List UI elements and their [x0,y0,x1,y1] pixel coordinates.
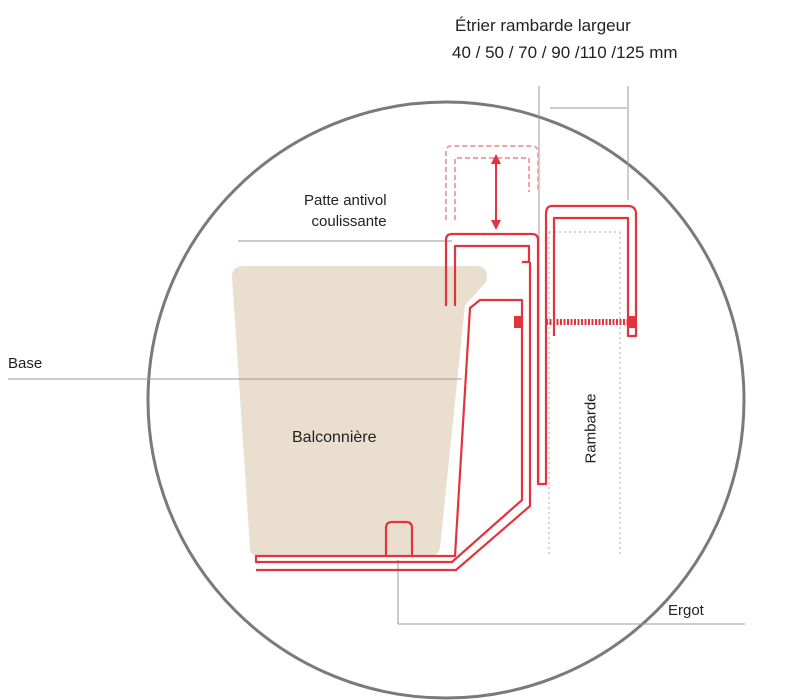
railing-outline [548,231,621,556]
antitheft-tab-label: Patte antivol coulissante [304,190,387,232]
base-label: Base [8,355,43,372]
bracket-width-values: 40 / 50 / 70 / 90 /110 /125 mm [452,43,678,62]
bracket [254,204,638,572]
slide-arrow [491,154,501,230]
planter-shape [232,266,487,556]
planter-label: Balconnière [292,429,377,446]
bracket-width-title: Étrier rambarde largeur [455,16,631,35]
pin-label: Ergot [668,602,704,619]
railing-label: Rambarde [582,393,600,464]
bolt [514,316,636,328]
antitheft-tab-label-line2: coulissante [311,213,387,230]
antitheft-tab-label-line1: Patte antivol [304,192,387,209]
antitheft-tab-ghost [445,145,539,220]
frame-circle [146,100,746,700]
